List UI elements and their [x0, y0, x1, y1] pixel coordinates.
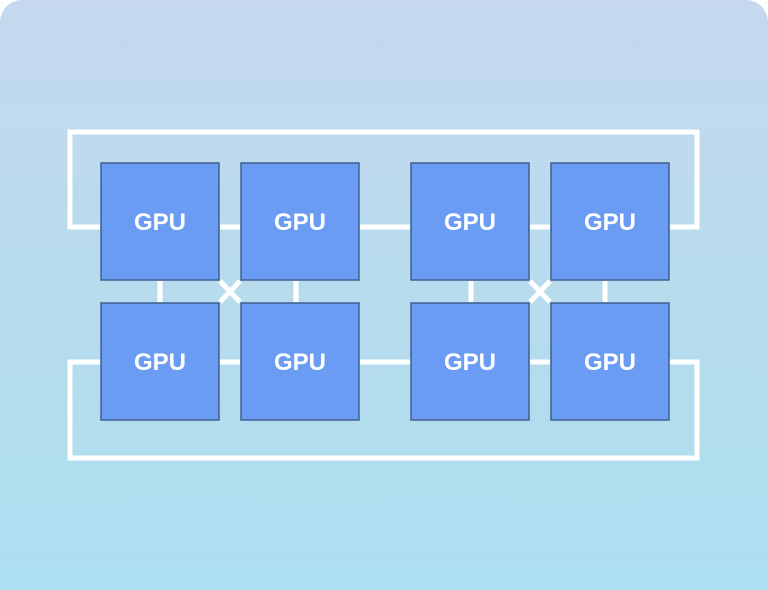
gpu-label: GPU — [584, 349, 636, 376]
gpu-node-7: GPU — [410, 302, 530, 421]
gpu-node-5: GPU — [100, 302, 220, 421]
gpu-label: GPU — [584, 209, 636, 236]
gpu-node-2: GPU — [240, 162, 360, 281]
cross-link-left — [218, 279, 242, 304]
gpu-label: GPU — [134, 349, 186, 376]
gpu-label: GPU — [444, 349, 496, 376]
gpu-node-1: GPU — [100, 162, 220, 281]
gpu-node-3: GPU — [410, 162, 530, 281]
gpu-label: GPU — [274, 209, 326, 236]
gpu-label: GPU — [274, 349, 326, 376]
gpu-label: GPU — [444, 209, 496, 236]
cross-link-right — [528, 279, 552, 304]
top-ring-link — [67, 129, 700, 230]
gpu-label: GPU — [134, 209, 186, 236]
gpu-node-8: GPU — [550, 302, 670, 421]
gpu-node-6: GPU — [240, 302, 360, 421]
gpu-node-4: GPU — [550, 162, 670, 281]
bottom-ring-link — [67, 359, 700, 461]
